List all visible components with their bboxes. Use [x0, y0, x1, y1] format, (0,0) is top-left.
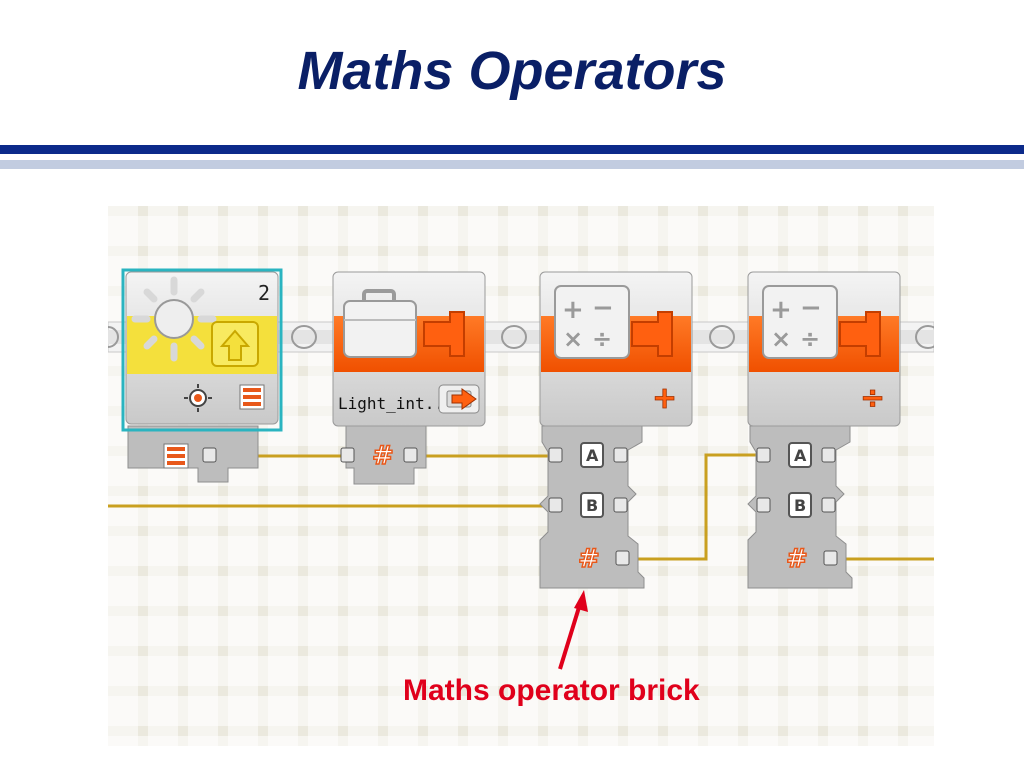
annotation-caption: Maths operator brick — [403, 674, 700, 707]
svg-text:÷: ÷ — [800, 325, 820, 353]
svg-text:−: − — [800, 293, 822, 323]
svg-text:×: × — [771, 325, 791, 353]
divide-port-b-label: B — [794, 496, 806, 515]
slide-title: Maths Operators — [297, 41, 727, 101]
wire-add-result-to-divide-a[interactable] — [636, 453, 764, 561]
hub-plug-out[interactable] — [202, 447, 217, 463]
svg-text:+: + — [562, 295, 584, 325]
divide-port-a — [788, 442, 812, 468]
briefcase-icon — [343, 289, 417, 358]
variable-plug-in[interactable] — [340, 447, 355, 463]
sun-icon — [131, 276, 217, 362]
divide-result-hash-icon: # — [786, 544, 808, 574]
add-plug-result-out[interactable] — [615, 550, 630, 566]
add-port-b-label: B — [586, 496, 598, 515]
math-block-divide[interactable]: A B # + − × ÷ ÷ — [747, 271, 901, 589]
title-rule-light — [0, 160, 1024, 169]
number-output-icon — [239, 384, 265, 410]
divide-port-a-label: A — [794, 446, 807, 465]
sensor-port-number: 2 — [258, 281, 270, 305]
annotation-arrow — [558, 590, 588, 670]
add-port-b — [580, 492, 604, 518]
block-connector-tab — [839, 311, 881, 357]
compare-up-icon — [211, 321, 259, 367]
divide-plug-b-in[interactable] — [756, 497, 771, 513]
hub-output-icon — [163, 443, 189, 469]
selection-outline — [121, 268, 283, 432]
svg-text:×: × — [563, 325, 583, 353]
add-result-hash-icon: # — [578, 544, 600, 574]
divide-plug-a-in[interactable] — [756, 447, 771, 463]
variable-block[interactable]: # Light_int... — [332, 271, 486, 485]
add-operation-icon: + — [652, 381, 677, 416]
divide-operation-icon: ÷ — [860, 381, 885, 416]
number-hash-icon: # — [372, 441, 394, 471]
variable-read-icon — [438, 384, 480, 414]
block-connector-tab — [423, 311, 465, 357]
divide-plug-b-out[interactable] — [821, 497, 836, 513]
light-sensor-block[interactable]: 2 — [121, 268, 283, 483]
svg-text:÷: ÷ — [592, 325, 612, 353]
calculator-icon: + − × ÷ — [762, 285, 838, 359]
add-port-a-label: A — [586, 446, 599, 465]
add-port-a — [580, 442, 604, 468]
title-rule-dark — [0, 145, 1024, 154]
add-plug-a-out[interactable] — [613, 447, 628, 463]
divide-plug-result-out[interactable] — [823, 550, 838, 566]
svg-text:−: − — [592, 293, 614, 323]
nxt-program-canvas[interactable]: 2 # Light_int... — [108, 206, 934, 746]
block-connector-tab — [631, 311, 673, 357]
variable-name-label: Light_int... — [338, 394, 454, 413]
svg-text:+: + — [770, 295, 792, 325]
add-plug-b-out[interactable] — [613, 497, 628, 513]
add-plug-a-in[interactable] — [548, 447, 563, 463]
divide-plug-a-out[interactable] — [821, 447, 836, 463]
variable-plug-out[interactable] — [403, 447, 418, 463]
math-block-add[interactable]: A B # + − × ÷ + — [539, 271, 693, 589]
add-plug-b-in[interactable] — [548, 497, 563, 513]
light-level-icon — [184, 384, 212, 412]
divide-port-b — [788, 492, 812, 518]
calculator-icon: + − × ÷ — [554, 285, 630, 359]
